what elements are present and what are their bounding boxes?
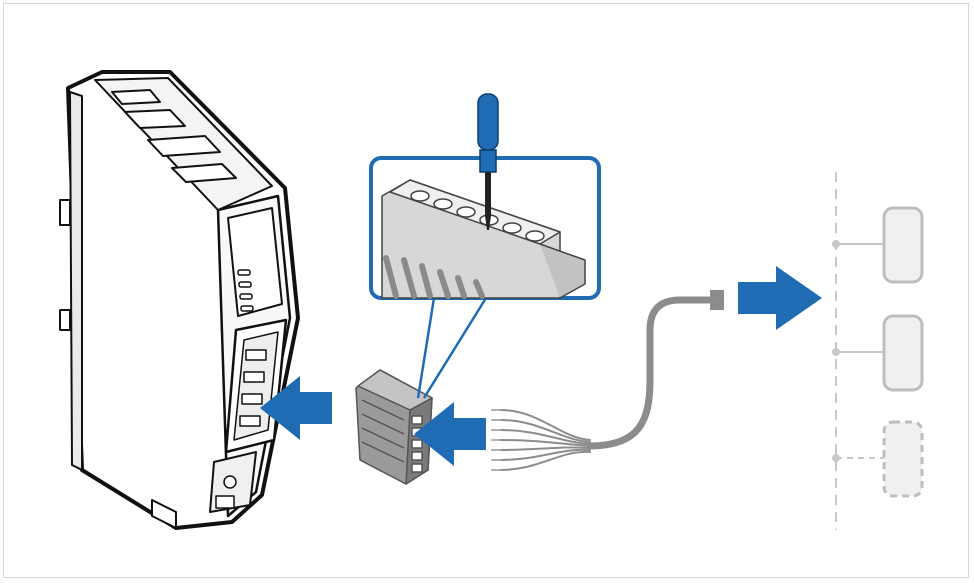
insert-arrow-icon [738,266,822,330]
insert-arrow-icon [414,402,486,466]
gateway-device-icon [59,70,300,530]
network-node-icon [882,420,924,498]
screwdriver-icon [477,93,499,230]
network-node-icon [882,206,924,284]
insert-arrow-icon [260,376,332,440]
wire-bundle-icon [491,290,724,471]
network-node-icon [882,314,924,392]
detail-callout [369,93,601,399]
network-bus [832,172,884,530]
terminal-block-connector-icon [355,369,433,485]
